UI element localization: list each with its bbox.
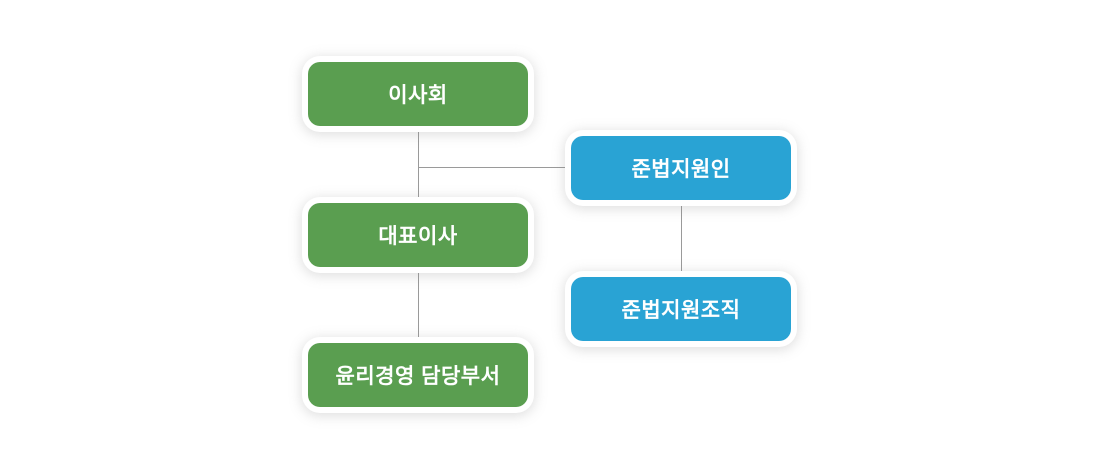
org-node-board: 이사회 [308,62,528,126]
org-node-compliance-org: 준법지원조직 [571,277,791,341]
org-node-ceo-label: 대표이사 [378,225,458,248]
org-node-compliance-officer: 준법지원인 [571,136,791,200]
connector-board-to-compliance-officer [418,167,571,168]
org-node-ethics-dept-label: 윤리경영 담당부서 [335,365,501,388]
connector-compliance-officer-to-compliance-org [681,200,682,277]
org-node-ceo: 대표이사 [308,203,528,267]
org-node-board-label: 이사회 [388,84,448,107]
org-node-ethics-dept: 윤리경영 담당부서 [308,343,528,407]
connector-ceo-to-ethics-dept [418,267,419,343]
org-node-compliance-org-label: 준법지원조직 [621,299,741,322]
org-node-compliance-officer-label: 준법지원인 [631,158,731,181]
connector-board-to-ceo [418,126,419,203]
